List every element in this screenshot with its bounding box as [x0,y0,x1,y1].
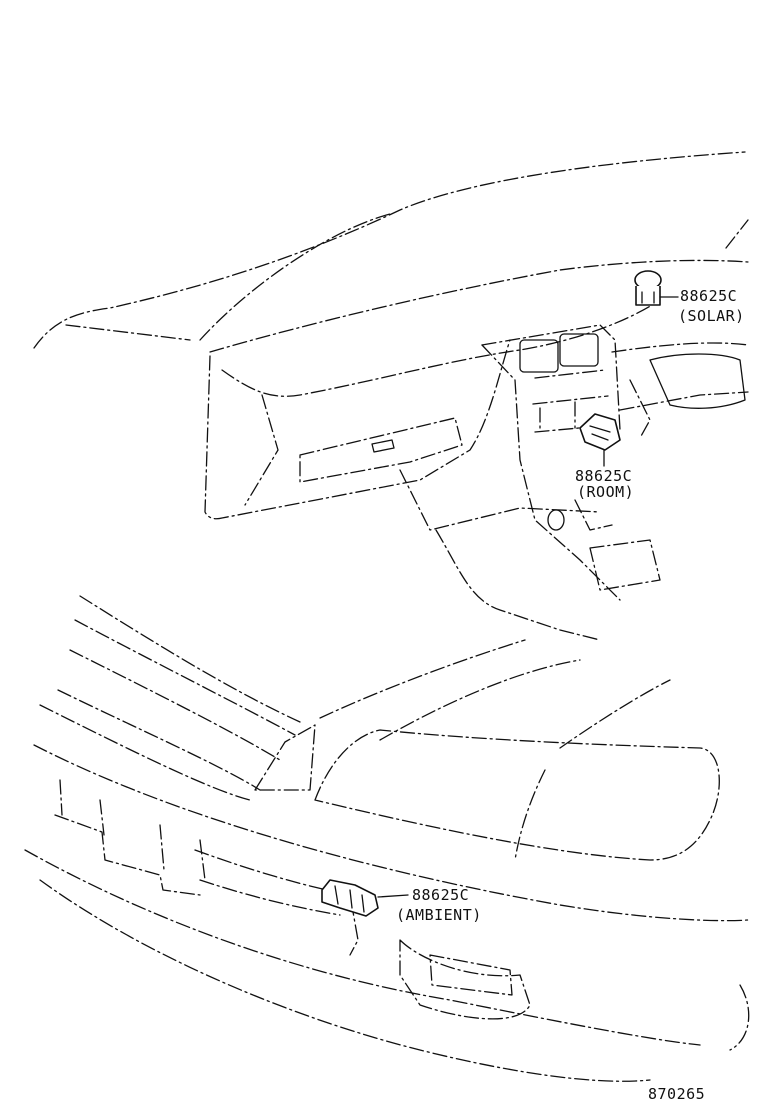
ambient-caption: (AMBIENT) [396,906,482,924]
center-console [435,324,661,641]
solar-part-number: 88625C [680,287,737,305]
ambient-sensor [321,879,409,917]
windshield-outline [33,151,749,353]
room-part-number: 88625C [575,467,632,485]
dashboard-outline [204,299,661,531]
headlight [314,679,720,861]
room-caption: (ROOM) [577,483,634,501]
dash-right-area [611,342,749,439]
solar-sensor [634,270,679,306]
room-sensor [579,413,621,467]
solar-caption: (SOLAR) [678,307,745,325]
figure-number: 870265 [648,1085,705,1103]
hood-outline [39,595,581,801]
ambient-part-number: 88625C [412,886,469,904]
front-bumper [24,724,750,1082]
